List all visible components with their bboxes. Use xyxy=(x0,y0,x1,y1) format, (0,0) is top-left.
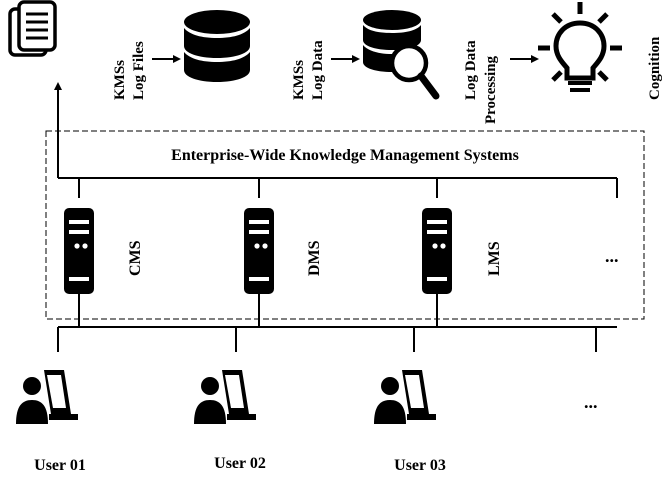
server-label-cms: CMS xyxy=(127,240,144,276)
server-icon xyxy=(244,208,274,294)
step1-label-line1: KMSs xyxy=(112,60,128,100)
user-laptop-icon xyxy=(374,370,436,424)
database-search-icon xyxy=(363,10,440,100)
step1-label-line2: Log Files xyxy=(131,41,147,100)
kms-bus xyxy=(54,82,618,198)
user-laptop-icon xyxy=(16,370,78,424)
user-label-2: User 02 xyxy=(214,455,266,472)
server-label-lms: LMS xyxy=(486,241,503,276)
kms-box-title: Enterprise-Wide Knowledge Management Sys… xyxy=(171,147,519,164)
lightbulb-icon xyxy=(538,2,622,92)
users-more-ellipsis: ... xyxy=(584,392,598,412)
step4-label: Cognition xyxy=(647,36,663,100)
database-icon xyxy=(184,10,250,82)
step2-label-line2: Log Data xyxy=(310,40,326,100)
kms-box xyxy=(45,130,645,320)
server-icon xyxy=(422,208,452,294)
step3-label-line2: Processing xyxy=(483,55,499,124)
server-label-dms: DMS xyxy=(306,240,323,276)
user-bus xyxy=(57,294,617,352)
server-icon xyxy=(64,208,94,294)
user-label-1: User 01 xyxy=(34,457,86,474)
user-label-3: User 03 xyxy=(394,457,446,474)
step2-label-line1: KMSs xyxy=(291,60,307,100)
user-laptop-icon xyxy=(194,370,256,424)
kms-more-ellipsis: ... xyxy=(605,246,619,266)
documents-icon xyxy=(8,0,57,57)
step3-label-line1: Log Data xyxy=(463,40,479,100)
